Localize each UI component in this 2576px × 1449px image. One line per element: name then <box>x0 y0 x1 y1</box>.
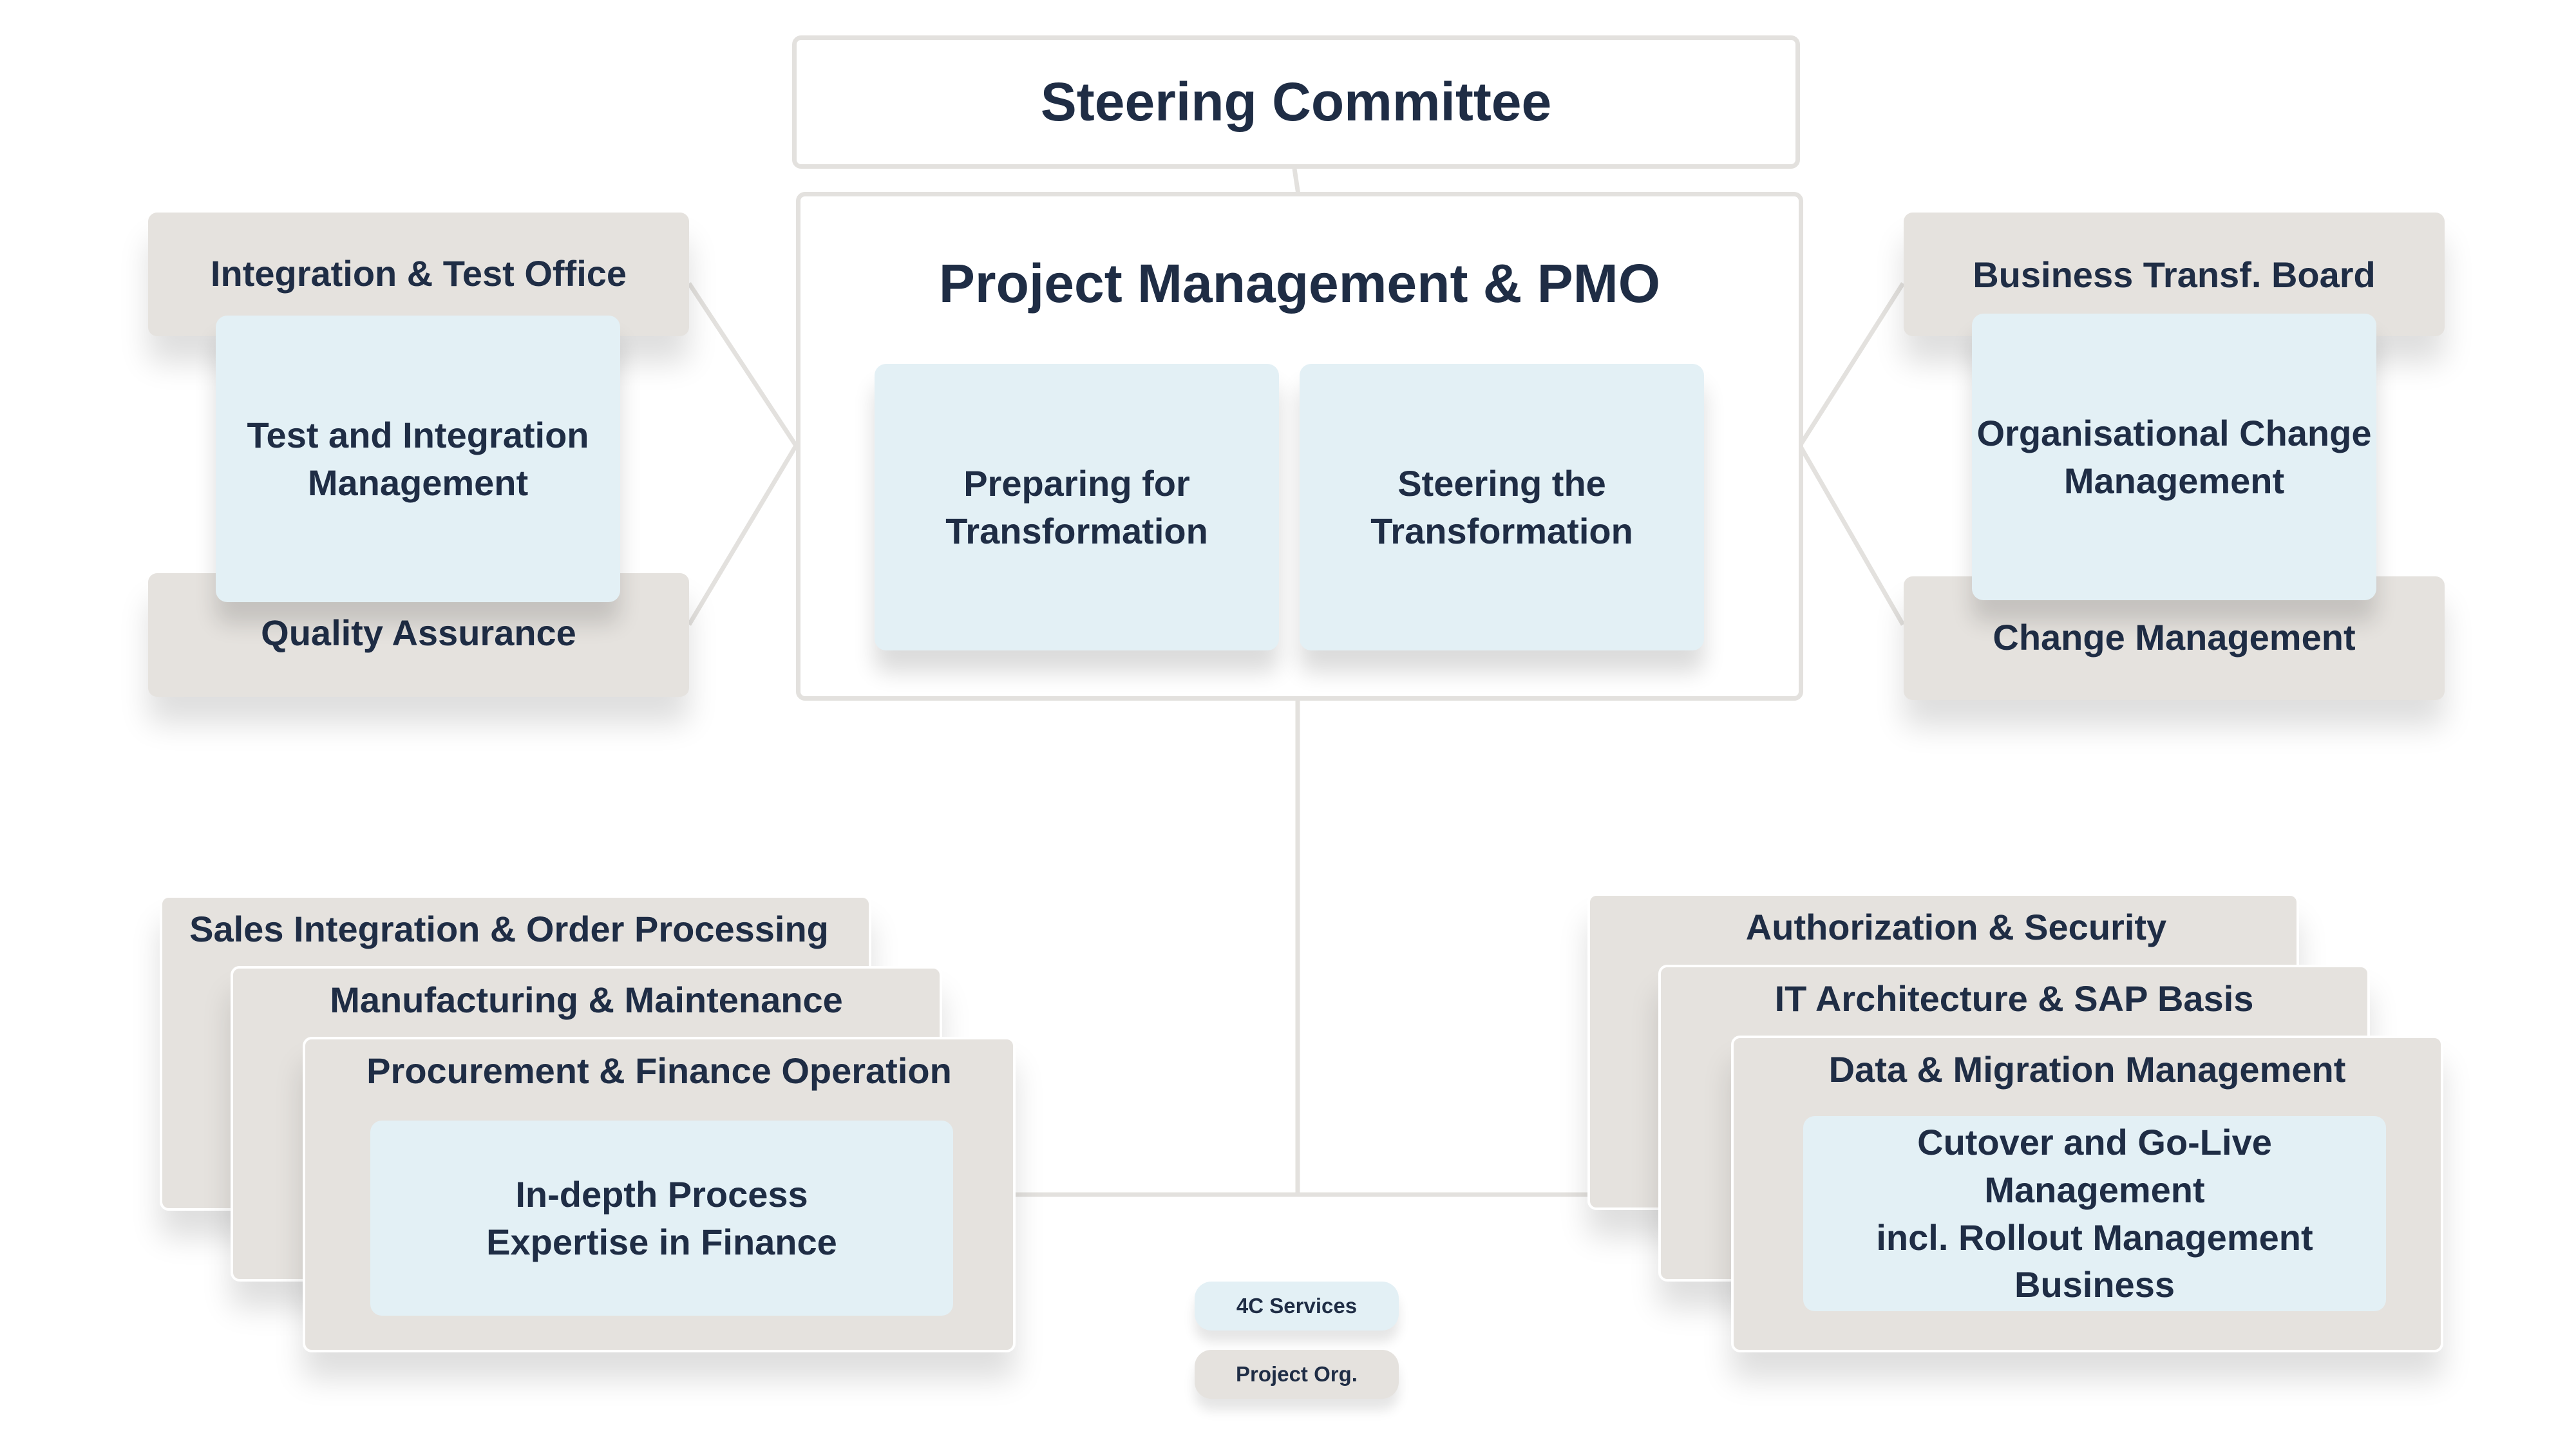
process-expertise-finance-box: In-depth Process Expertise in Finance <box>370 1121 953 1316</box>
organisational-change-management-label: Organisational Change Management <box>1976 412 2372 501</box>
organisational-change-management-box: Organisational Change Management <box>1972 314 2376 600</box>
business-transf-board-label: Business Transf. Board <box>1973 254 2376 295</box>
sales-integration-label: Sales Integration & Order Processing <box>189 909 829 949</box>
it-architecture-label: IT Architecture & SAP Basis <box>1774 978 2254 1019</box>
steering-committee-label: Steering Committee <box>1040 71 1552 133</box>
pmo-item-steering: Steering the Transformation <box>1300 364 1704 650</box>
procurement-finance-label: Procurement & Finance Operation <box>366 1050 952 1091</box>
pmo-item-preparing: Preparing for Transformation <box>875 364 1279 650</box>
cutover-go-live-box: Cutover and Go-Live Management incl. Rol… <box>1803 1116 2386 1311</box>
legend-project-org-label: Project Org. <box>1236 1362 1358 1387</box>
legend-4c-services: 4C Services <box>1195 1282 1399 1331</box>
pmo-item-steering-label: Steering the Transformation <box>1370 462 1633 551</box>
pmo-title: Project Management & PMO <box>796 245 1803 322</box>
legend-project-org: Project Org. <box>1195 1350 1399 1399</box>
data-migration-label: Data & Migration Management <box>1828 1049 2346 1090</box>
connector-steering-to-pmo <box>1292 168 1301 195</box>
quality-assurance-label: Quality Assurance <box>261 612 576 654</box>
pmo-item-preparing-label: Preparing for Transformation <box>945 462 1208 551</box>
connector-left-group <box>687 282 799 626</box>
legend-4c-services-label: 4C Services <box>1236 1294 1358 1318</box>
test-integration-management-box: Test and Integration Management <box>216 316 620 602</box>
manufacturing-maintenance-label: Manufacturing & Maintenance <box>330 980 843 1020</box>
authorization-security-label: Authorization & Security <box>1745 907 2167 947</box>
integration-test-office-label: Integration & Test Office <box>210 253 627 294</box>
steering-committee-box: Steering Committee <box>792 35 1800 169</box>
cutover-go-live-label: Cutover and Go-Live Management incl. Rol… <box>1876 1121 2313 1305</box>
change-management-label: Change Management <box>1993 617 2356 658</box>
test-integration-management-label: Test and Integration Management <box>247 414 589 503</box>
pmo-title-label: Project Management & PMO <box>938 252 1661 314</box>
connector-right-group <box>1797 282 1906 626</box>
process-expertise-finance-label: In-depth Process Expertise in Finance <box>486 1173 837 1262</box>
